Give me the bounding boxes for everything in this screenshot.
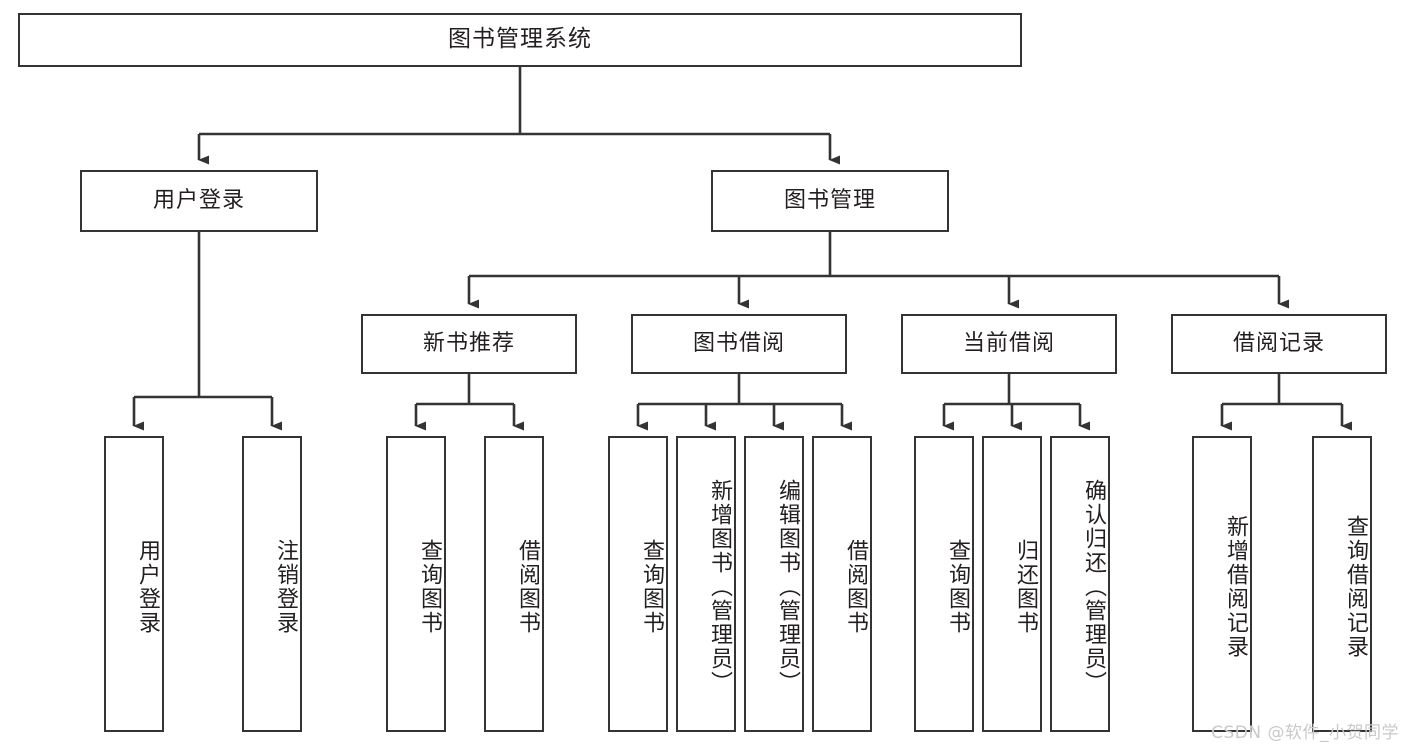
leaf-book-borrow-edit-book-admin[interactable]: 编辑图书（管理员） xyxy=(744,436,804,732)
leaf-book-borrow-add-book-admin[interactable]: 新增图书（管理员） xyxy=(676,436,736,732)
node-label: 借阅记录 xyxy=(1232,330,1325,356)
leaf-book-borrow-query-book[interactable]: 查询图书 xyxy=(608,436,668,732)
leaf-user-login-logout[interactable]: 注销登录 xyxy=(242,436,302,732)
leaf-current-borrow-confirm-return-admin[interactable]: 确认归还（管理员） xyxy=(1050,436,1110,732)
node-label: 当前借阅 xyxy=(962,330,1055,356)
leaf-borrow-record-query-record[interactable]: 查询借阅记录 xyxy=(1312,436,1372,732)
node-root-book-management-system[interactable]: 图书管理系统 xyxy=(18,13,1022,67)
node-label: 注销登录 xyxy=(273,539,298,635)
node-label: 归还图书 xyxy=(1013,539,1038,635)
node-label: 查询图书 xyxy=(639,539,664,635)
node-new-book-recommend[interactable]: 新书推荐 xyxy=(361,314,577,374)
node-borrow-record[interactable]: 借阅记录 xyxy=(1171,314,1387,374)
leaf-borrow-record-add-record[interactable]: 新增借阅记录 xyxy=(1192,436,1252,732)
leaf-book-borrow-borrow-book[interactable]: 借阅图书 xyxy=(812,436,872,732)
node-book-management[interactable]: 图书管理 xyxy=(711,170,949,232)
node-label: 借阅图书 xyxy=(515,539,540,635)
node-label: 图书借阅 xyxy=(692,330,785,356)
node-label: 新增图书（管理员） xyxy=(707,479,732,695)
node-label: 借阅图书 xyxy=(843,539,868,635)
node-label: 新书推荐 xyxy=(422,330,515,356)
node-label: 图书管理系统 xyxy=(448,26,592,53)
leaf-user-login-login[interactable]: 用户登录 xyxy=(104,436,164,732)
node-label: 查询图书 xyxy=(417,539,442,635)
node-label: 编辑图书（管理员） xyxy=(775,479,800,695)
node-label: 用户登录 xyxy=(135,539,160,635)
node-label: 确认归还（管理员） xyxy=(1081,479,1106,695)
leaf-new-book-query-book[interactable]: 查询图书 xyxy=(386,436,446,732)
node-label: 查询借阅记录 xyxy=(1343,515,1368,659)
node-label: 图书管理 xyxy=(783,187,876,213)
leaf-current-borrow-return-book[interactable]: 归还图书 xyxy=(982,436,1042,732)
watermark: CSDN @软件_小贺同学 xyxy=(1211,723,1399,743)
node-label: 用户登录 xyxy=(152,187,245,213)
node-user-login[interactable]: 用户登录 xyxy=(80,170,318,232)
node-book-borrow[interactable]: 图书借阅 xyxy=(631,314,847,374)
node-current-borrow[interactable]: 当前借阅 xyxy=(901,314,1117,374)
node-label: 新增借阅记录 xyxy=(1223,515,1248,659)
leaf-current-borrow-query-book[interactable]: 查询图书 xyxy=(914,436,974,732)
node-label: 查询图书 xyxy=(945,539,970,635)
leaf-new-book-borrow-book[interactable]: 借阅图书 xyxy=(484,436,544,732)
